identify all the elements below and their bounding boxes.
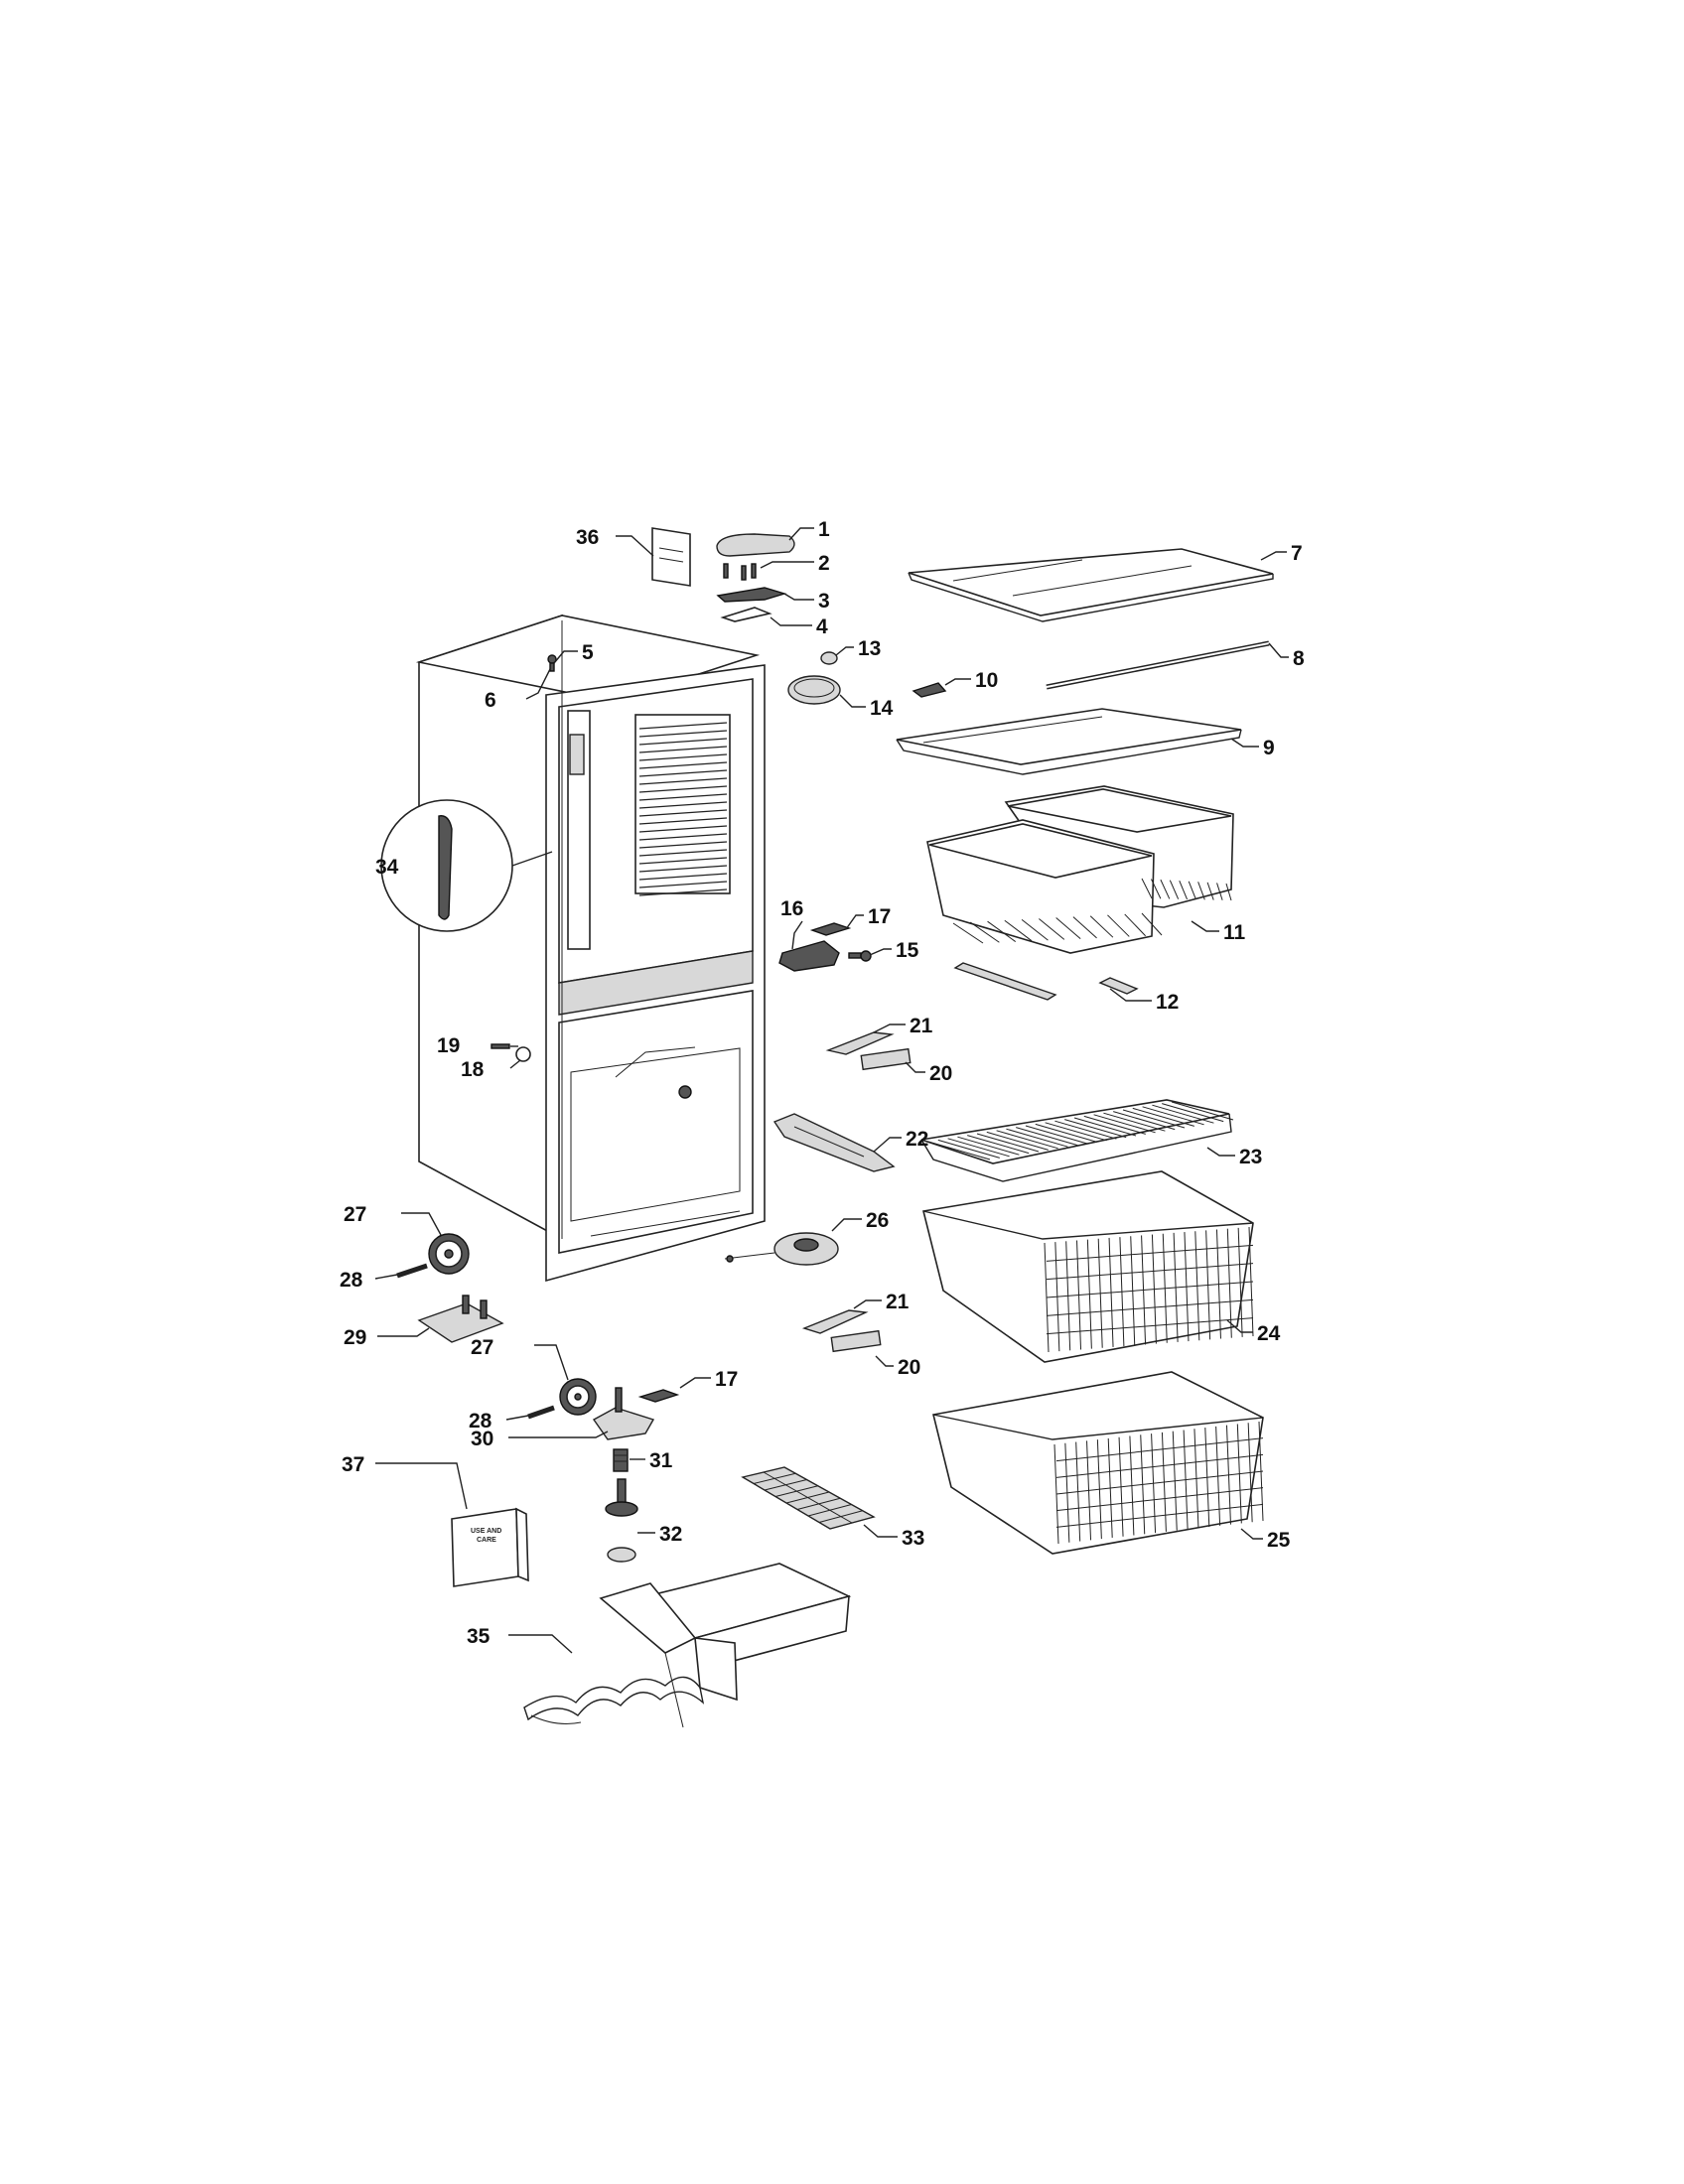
callout-9: 9: [1263, 737, 1275, 759]
part-3-top-hinge: [716, 587, 787, 603]
part-2-screws: [723, 563, 757, 581]
callout-6: 6: [485, 689, 496, 712]
part-32-leveling-leg: [605, 1478, 638, 1563]
callout-13: 13: [858, 637, 881, 660]
part-21-bracket: [825, 1031, 895, 1055]
part-22-slide-rail: [772, 1113, 896, 1172]
callout-11: 11: [1223, 921, 1246, 944]
part-35-wine-rack: [523, 1563, 852, 1728]
callout-35: 35: [467, 1625, 491, 1648]
callout-16: 16: [780, 897, 803, 920]
callout-17-lower: 17: [715, 1368, 738, 1391]
callout-3: 3: [818, 590, 830, 613]
callout-34: 34: [375, 856, 399, 879]
callout-36: 36: [576, 526, 599, 549]
refrigerator-cabinet: [415, 614, 766, 1283]
callout-21: 21: [910, 1015, 933, 1037]
part-28-axle-pin: [527, 1405, 555, 1420]
callout-5: 5: [582, 641, 594, 664]
manual-title-line-2: CARE: [477, 1537, 496, 1544]
part-20-slide: [830, 1329, 882, 1353]
part-23-wire-shelf: [920, 1099, 1234, 1182]
callout-27-lower: 27: [471, 1336, 493, 1359]
callout-12: 12: [1156, 991, 1179, 1014]
callout-8: 8: [1293, 647, 1305, 670]
part-18-plug: [515, 1046, 531, 1062]
callout-20: 20: [929, 1062, 952, 1085]
callout-18: 18: [461, 1058, 485, 1081]
part-27-roller-wheel: [559, 1378, 597, 1416]
callout-10: 10: [975, 669, 998, 692]
callout-7: 7: [1291, 542, 1303, 565]
part-25-wire-basket: [932, 1371, 1264, 1555]
callout-28-lower: 28: [469, 1410, 492, 1433]
callout-20-lower: 20: [898, 1356, 920, 1379]
callout-23: 23: [1239, 1146, 1262, 1168]
part-13-light-bulb: [820, 651, 838, 665]
part-12-crisper-rail: [953, 962, 1139, 1001]
part-8-shelf-rod: [1046, 640, 1270, 690]
leader-lines: [374, 527, 1289, 1654]
part-28-axle-pin: [396, 1263, 428, 1279]
part-5-screw: [547, 654, 557, 672]
part-9-crisper-cover: [896, 708, 1242, 775]
callout-29: 29: [344, 1326, 366, 1349]
part-15-screw: [848, 950, 872, 962]
callout-27: 27: [344, 1203, 366, 1226]
callout-24: 24: [1257, 1322, 1281, 1345]
part-1-hinge-cover: [716, 533, 795, 557]
part-26-fan-motor: [724, 1232, 839, 1266]
callout-30: 30: [471, 1428, 493, 1450]
part-19-screw: [491, 1043, 510, 1049]
callout-15: 15: [896, 939, 919, 962]
callout-14: 14: [870, 697, 894, 720]
part-16-center-hinge: [778, 940, 840, 972]
callout-labels: 1 2 3 4 5 6 7 8 9 10 11 12 13 14 15 16 1…: [340, 518, 1305, 1648]
callout-19: 19: [437, 1034, 460, 1057]
part-7-glass-shelf: [908, 548, 1274, 622]
part-33-ice-tray: [741, 1466, 876, 1530]
evaporator-fins: [634, 714, 731, 896]
manual-title-line-1: USE AND: [471, 1528, 501, 1535]
part-17-pin: [809, 922, 852, 936]
callout-37: 37: [342, 1453, 364, 1476]
part-29-roller-bracket: [417, 1295, 504, 1343]
callout-22: 22: [906, 1128, 928, 1151]
callout-4: 4: [816, 615, 828, 638]
part-30-bottom-hinge: [592, 1387, 655, 1440]
part-4-hinge-shim: [720, 607, 772, 622]
part-14-light-cover: [787, 675, 841, 705]
callout-25: 25: [1267, 1529, 1291, 1552]
part-21-bracket: [801, 1309, 869, 1334]
part-10-clip: [912, 682, 947, 698]
part-37-use-and-care-manual: USE AND CARE: [451, 1507, 529, 1587]
part-34-gasket-detail: [380, 799, 553, 932]
callout-31: 31: [649, 1449, 673, 1472]
part-24-wire-basket: [922, 1170, 1254, 1363]
callout-26: 26: [866, 1209, 889, 1232]
part-20-slide: [860, 1047, 912, 1071]
part-11-crisper-drawers: [926, 785, 1234, 954]
callout-2: 2: [818, 552, 830, 575]
callout-32: 32: [659, 1523, 682, 1546]
part-17-pin: [637, 1389, 680, 1403]
part-36-label-card: [651, 527, 691, 587]
callout-33: 33: [902, 1527, 924, 1550]
callout-1: 1: [818, 518, 830, 541]
part-31-leveling-bushing: [613, 1448, 629, 1472]
callout-21-lower: 21: [886, 1291, 910, 1313]
part-27-roller-wheel: [428, 1233, 470, 1275]
callout-28: 28: [340, 1269, 363, 1292]
callout-17: 17: [868, 905, 891, 928]
